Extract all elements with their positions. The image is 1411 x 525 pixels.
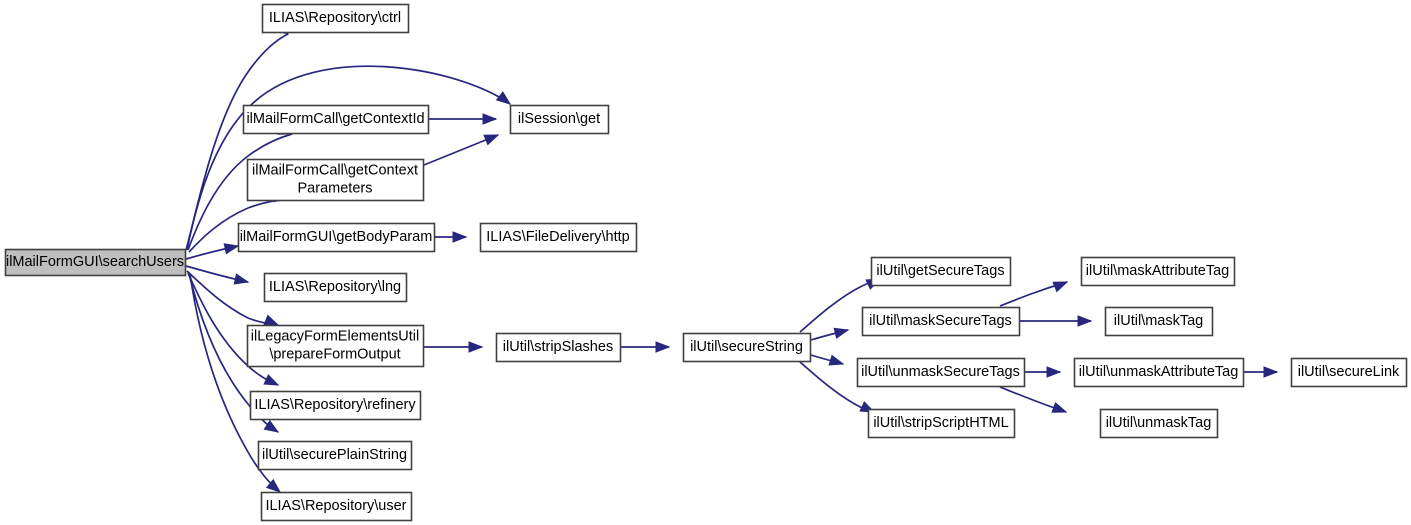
node-unmaskAttributeTag[interactable]: ilUtil\unmaskAttributeTag — [1073, 357, 1245, 388]
node-box-prepareFormOutput[interactable] — [246, 324, 425, 368]
node-box-refinery[interactable] — [249, 390, 422, 421]
node-label-http: ILIAS\FileDelivery\http — [486, 229, 629, 245]
node-sessionGet[interactable]: ilSession\get — [509, 104, 610, 135]
node-label-refinery: ILIAS\Repository\refinery — [254, 397, 416, 413]
node-label-secureLink: ilUtil\secureLink — [1298, 364, 1400, 380]
node-label-getBodyParam: ilMailFormGUI\getBodyParam — [240, 229, 433, 245]
edge-searchUsers-to-sessionGet — [186, 65, 511, 251]
node-stripSlashes[interactable]: ilUtil\stripSlashes — [495, 332, 622, 363]
node-label-user: ILIAS\Repository\user — [265, 498, 406, 514]
node-label-unmaskAttributeTag: ilUtil\unmaskAttributeTag — [1079, 364, 1239, 380]
node-box-maskAttributeTag[interactable] — [1080, 256, 1236, 287]
node-box-getContextId[interactable] — [242, 104, 430, 135]
node-box-getBodyParam[interactable] — [237, 222, 436, 253]
node-box-maskSecureTags[interactable] — [861, 306, 1021, 337]
node-lng[interactable]: ILIAS\Repository\lng — [263, 272, 408, 303]
node-label-searchUsers: ilMailFormGUI\searchUsers — [6, 254, 184, 270]
node-label-unmaskSecureTags: ilUtil\unmaskSecureTags — [861, 364, 1020, 380]
node-stripScriptHTML[interactable]: ilUtil\stripScriptHTML — [867, 408, 1016, 439]
node-label-maskSecureTags: ilUtil\maskSecureTags — [869, 313, 1012, 329]
arrowhead — [468, 341, 484, 353]
edge-searchUsers-to-securePlainString — [188, 273, 279, 433]
node-getContextId[interactable]: ilMailFormCall\getContextId — [242, 104, 430, 135]
node-ctrl[interactable]: ILIAS\Repository\ctrl — [261, 3, 410, 34]
arrowhead — [483, 134, 500, 146]
node-box-stripScriptHTML[interactable] — [867, 408, 1016, 439]
node-box-ctrl[interactable] — [261, 3, 410, 34]
arrowhead — [655, 341, 671, 353]
node-label-prepareFormOutput: ilLegacyFormElementsUtil\prepareFormOutp… — [251, 328, 419, 362]
arrowhead — [1263, 366, 1279, 378]
node-box-secureString[interactable] — [682, 332, 812, 363]
node-label-getSecureTags: ilUtil\getSecureTags — [876, 263, 1004, 279]
node-securePlainString[interactable]: ilUtil\securePlainString — [257, 440, 413, 471]
node-label-maskAttributeTag: ilUtil\maskAttributeTag — [1086, 263, 1229, 279]
arrowhead — [1052, 281, 1069, 293]
node-box-stripSlashes[interactable] — [495, 332, 622, 363]
node-refinery[interactable]: ILIAS\Repository\refinery — [249, 390, 422, 421]
arrowhead — [263, 374, 280, 386]
node-http[interactable]: ILIAS\FileDelivery\http — [479, 222, 638, 253]
arrowhead — [828, 354, 845, 366]
node-secureLink[interactable]: ilUtil\secureLink — [1290, 357, 1408, 388]
node-label-maskTag: ilUtil\maskTag — [1114, 313, 1203, 329]
node-box-secureLink[interactable] — [1290, 357, 1408, 388]
node-unmaskSecureTags[interactable]: ilUtil\unmaskSecureTags — [856, 357, 1026, 388]
node-box-getSecureTags[interactable] — [870, 256, 1012, 287]
node-getSecureTags[interactable]: ilUtil\getSecureTags — [870, 256, 1012, 287]
node-maskAttributeTag[interactable]: ilUtil\maskAttributeTag — [1080, 256, 1236, 287]
arrowhead — [1051, 402, 1068, 413]
node-box-maskTag[interactable] — [1104, 306, 1214, 337]
node-label-securePlainString: ilUtil\securePlainString — [262, 447, 407, 463]
node-unmaskTag[interactable]: ilUtil\unmaskTag — [1099, 408, 1219, 439]
arrowhead — [233, 273, 250, 285]
node-label-ctrl: ILIAS\Repository\ctrl — [269, 10, 401, 26]
node-box-unmaskTag[interactable] — [1099, 408, 1219, 439]
arrowhead — [1077, 315, 1093, 327]
edge-searchUsers-to-user — [189, 273, 281, 493]
arrowhead — [223, 243, 240, 255]
arrowhead — [482, 113, 498, 125]
node-box-securePlainString[interactable] — [257, 440, 413, 471]
node-user[interactable]: ILIAS\Repository\user — [260, 491, 413, 522]
node-maskSecureTags[interactable]: ilUtil\maskSecureTags — [861, 306, 1021, 337]
node-layer: ilMailFormGUI\searchUsersILIAS\Repositor… — [4, 3, 1408, 522]
node-label-stripScriptHTML: ilUtil\stripScriptHTML — [873, 415, 1008, 431]
edge-searchUsers-to-getContextId — [187, 133, 293, 251]
node-label-unmaskTag: ilUtil\unmaskTag — [1106, 415, 1212, 431]
node-getBodyParam[interactable]: ilMailFormGUI\getBodyParam — [237, 222, 436, 253]
node-label-sessionGet: ilSession\get — [518, 111, 600, 127]
node-label-getContextId: ilMailFormCall\getContextId — [246, 111, 424, 127]
node-box-getContextParams[interactable] — [246, 158, 425, 202]
arrowhead — [265, 478, 282, 493]
arrowhead — [833, 327, 850, 339]
node-label-stripSlashes: ilUtil\stripSlashes — [503, 339, 613, 355]
node-box-unmaskSecureTags[interactable] — [856, 357, 1026, 388]
node-box-unmaskAttributeTag[interactable] — [1073, 357, 1245, 388]
node-box-sessionGet[interactable] — [509, 104, 610, 135]
node-label-secureString: ilUtil\secureString — [690, 339, 803, 355]
node-box-http[interactable] — [479, 222, 638, 253]
arrowhead — [1046, 366, 1062, 378]
node-label-lng: ILIAS\Repository\lng — [269, 279, 401, 295]
arrowhead — [452, 231, 468, 243]
node-searchUsers[interactable]: ilMailFormGUI\searchUsers — [4, 248, 187, 277]
arrowhead — [495, 91, 512, 105]
node-maskTag[interactable]: ilUtil\maskTag — [1104, 306, 1214, 337]
node-secureString[interactable]: ilUtil\secureString — [682, 332, 812, 363]
node-box-searchUsers[interactable] — [4, 248, 187, 277]
node-prepareFormOutput[interactable]: ilLegacyFormElementsUtil\prepareFormOutp… — [246, 324, 425, 368]
node-box-user[interactable] — [260, 491, 413, 522]
node-box-lng[interactable] — [263, 272, 408, 303]
arrowhead — [263, 419, 280, 433]
